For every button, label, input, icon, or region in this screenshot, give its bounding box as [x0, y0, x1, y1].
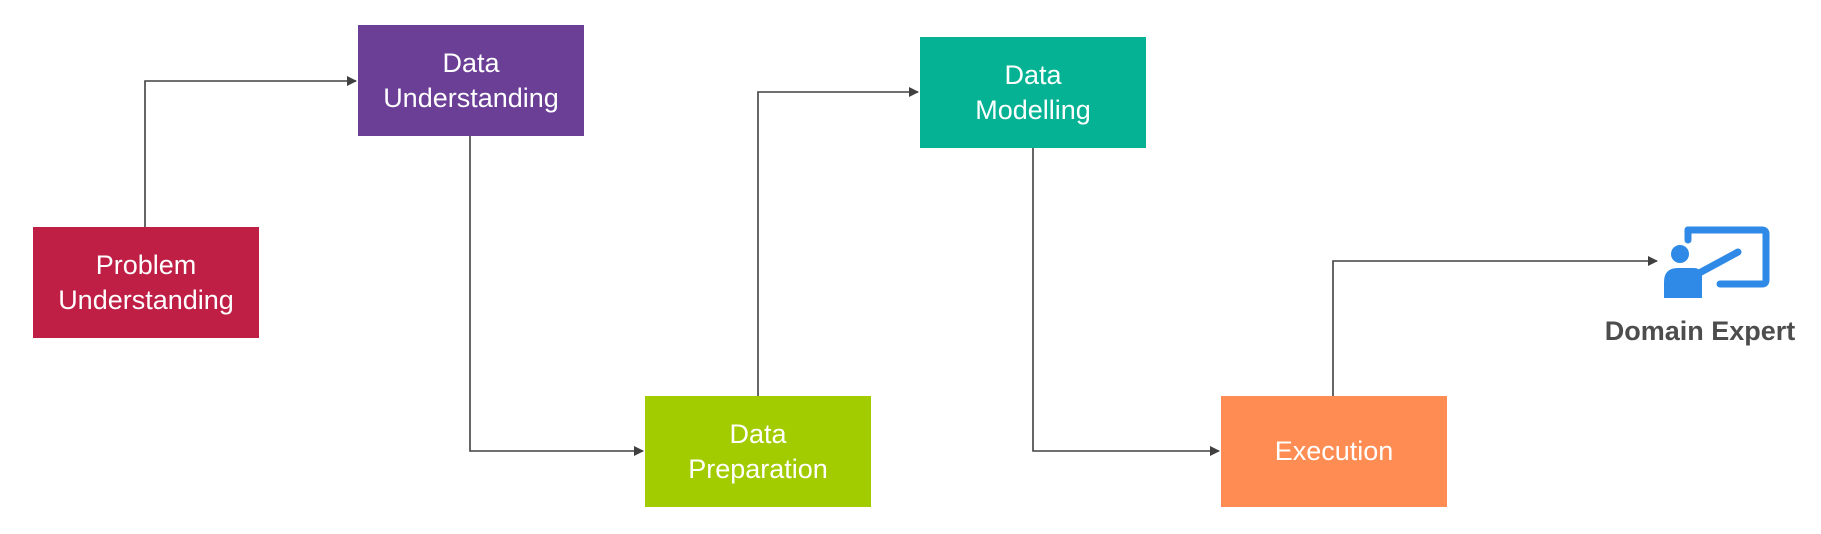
connector-problem-to-understanding [144, 76, 357, 227]
step-label-line1: Data [442, 47, 500, 78]
step-label-line2: Modelling [975, 94, 1091, 125]
step-data-understanding: Data Understanding [358, 25, 584, 136]
connector-execution-to-expert [1332, 256, 1658, 396]
step-data-modelling: Data Modelling [920, 37, 1146, 148]
step-data-preparation: Data Preparation [645, 396, 871, 507]
step-execution: Execution [1221, 396, 1447, 507]
step-label-line1: Data [1004, 59, 1062, 90]
step-label-line2: Preparation [688, 453, 828, 484]
step-problem-understanding: Problem Understanding [33, 227, 259, 338]
connector-modelling-to-execution [1032, 148, 1220, 456]
step-label-line1: Problem [95, 249, 197, 280]
connector-preparation-to-modelling [757, 87, 919, 396]
domain-expert-label: Domain Expert [1604, 316, 1796, 346]
step-label-line2: Understanding [58, 284, 234, 315]
step-label-line1: Execution [1274, 436, 1394, 466]
step-label-line1: Data [729, 418, 787, 449]
connector-understanding-to-preparation [469, 136, 644, 456]
presenter-board-icon [1664, 226, 1770, 298]
step-label-line2: Understanding [383, 82, 559, 113]
